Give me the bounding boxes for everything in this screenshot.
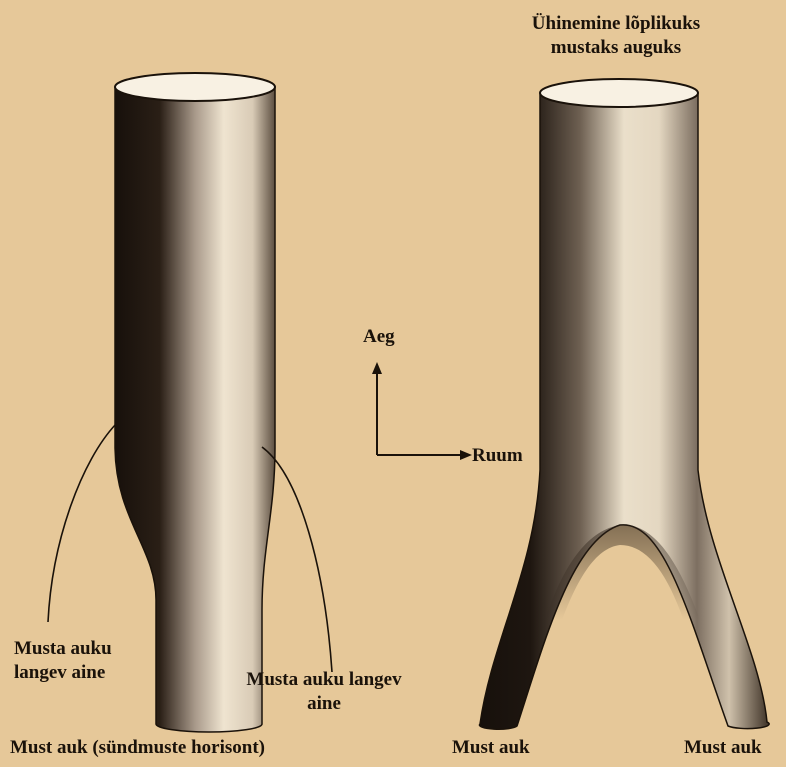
black-hole-label-b: Must auk: [684, 736, 762, 760]
black-hole-label-a: Must auk: [452, 736, 530, 760]
infall-label-right-line2: aine: [224, 692, 424, 716]
left-tube-top: [115, 73, 275, 101]
black-hole-horizon-label: Must auk (sündmuste horisont): [10, 736, 265, 760]
time-axis-arrowhead: [372, 362, 382, 374]
single-black-hole-tube: [115, 73, 275, 732]
infall-label-left-line2: langev aine: [14, 661, 112, 685]
space-axis-label: Ruum: [472, 444, 523, 468]
infall-label-right: Musta auku langev aine: [224, 668, 424, 716]
merge-caption-line2: mustaks auguks: [486, 36, 746, 60]
time-axis-label: Aeg: [363, 325, 395, 349]
left-tube-body: [115, 87, 275, 732]
merging-black-holes-tube: [479, 79, 769, 729]
infall-label-left-line1: Musta auku: [14, 637, 112, 661]
merge-caption-line1: Ühinemine lõplikuks: [486, 12, 746, 36]
infall-label-left: Musta auku langev aine: [14, 637, 112, 685]
right-tube-top: [540, 79, 698, 107]
right-tube-body: [479, 93, 769, 729]
time-space-axes: [372, 362, 472, 460]
infall-label-right-line1: Musta auku langev: [224, 668, 424, 692]
infall-pointer-left: [48, 424, 116, 622]
merge-caption: Ühinemine lõplikuks mustaks auguks: [486, 12, 746, 60]
space-axis-arrowhead: [460, 450, 472, 460]
